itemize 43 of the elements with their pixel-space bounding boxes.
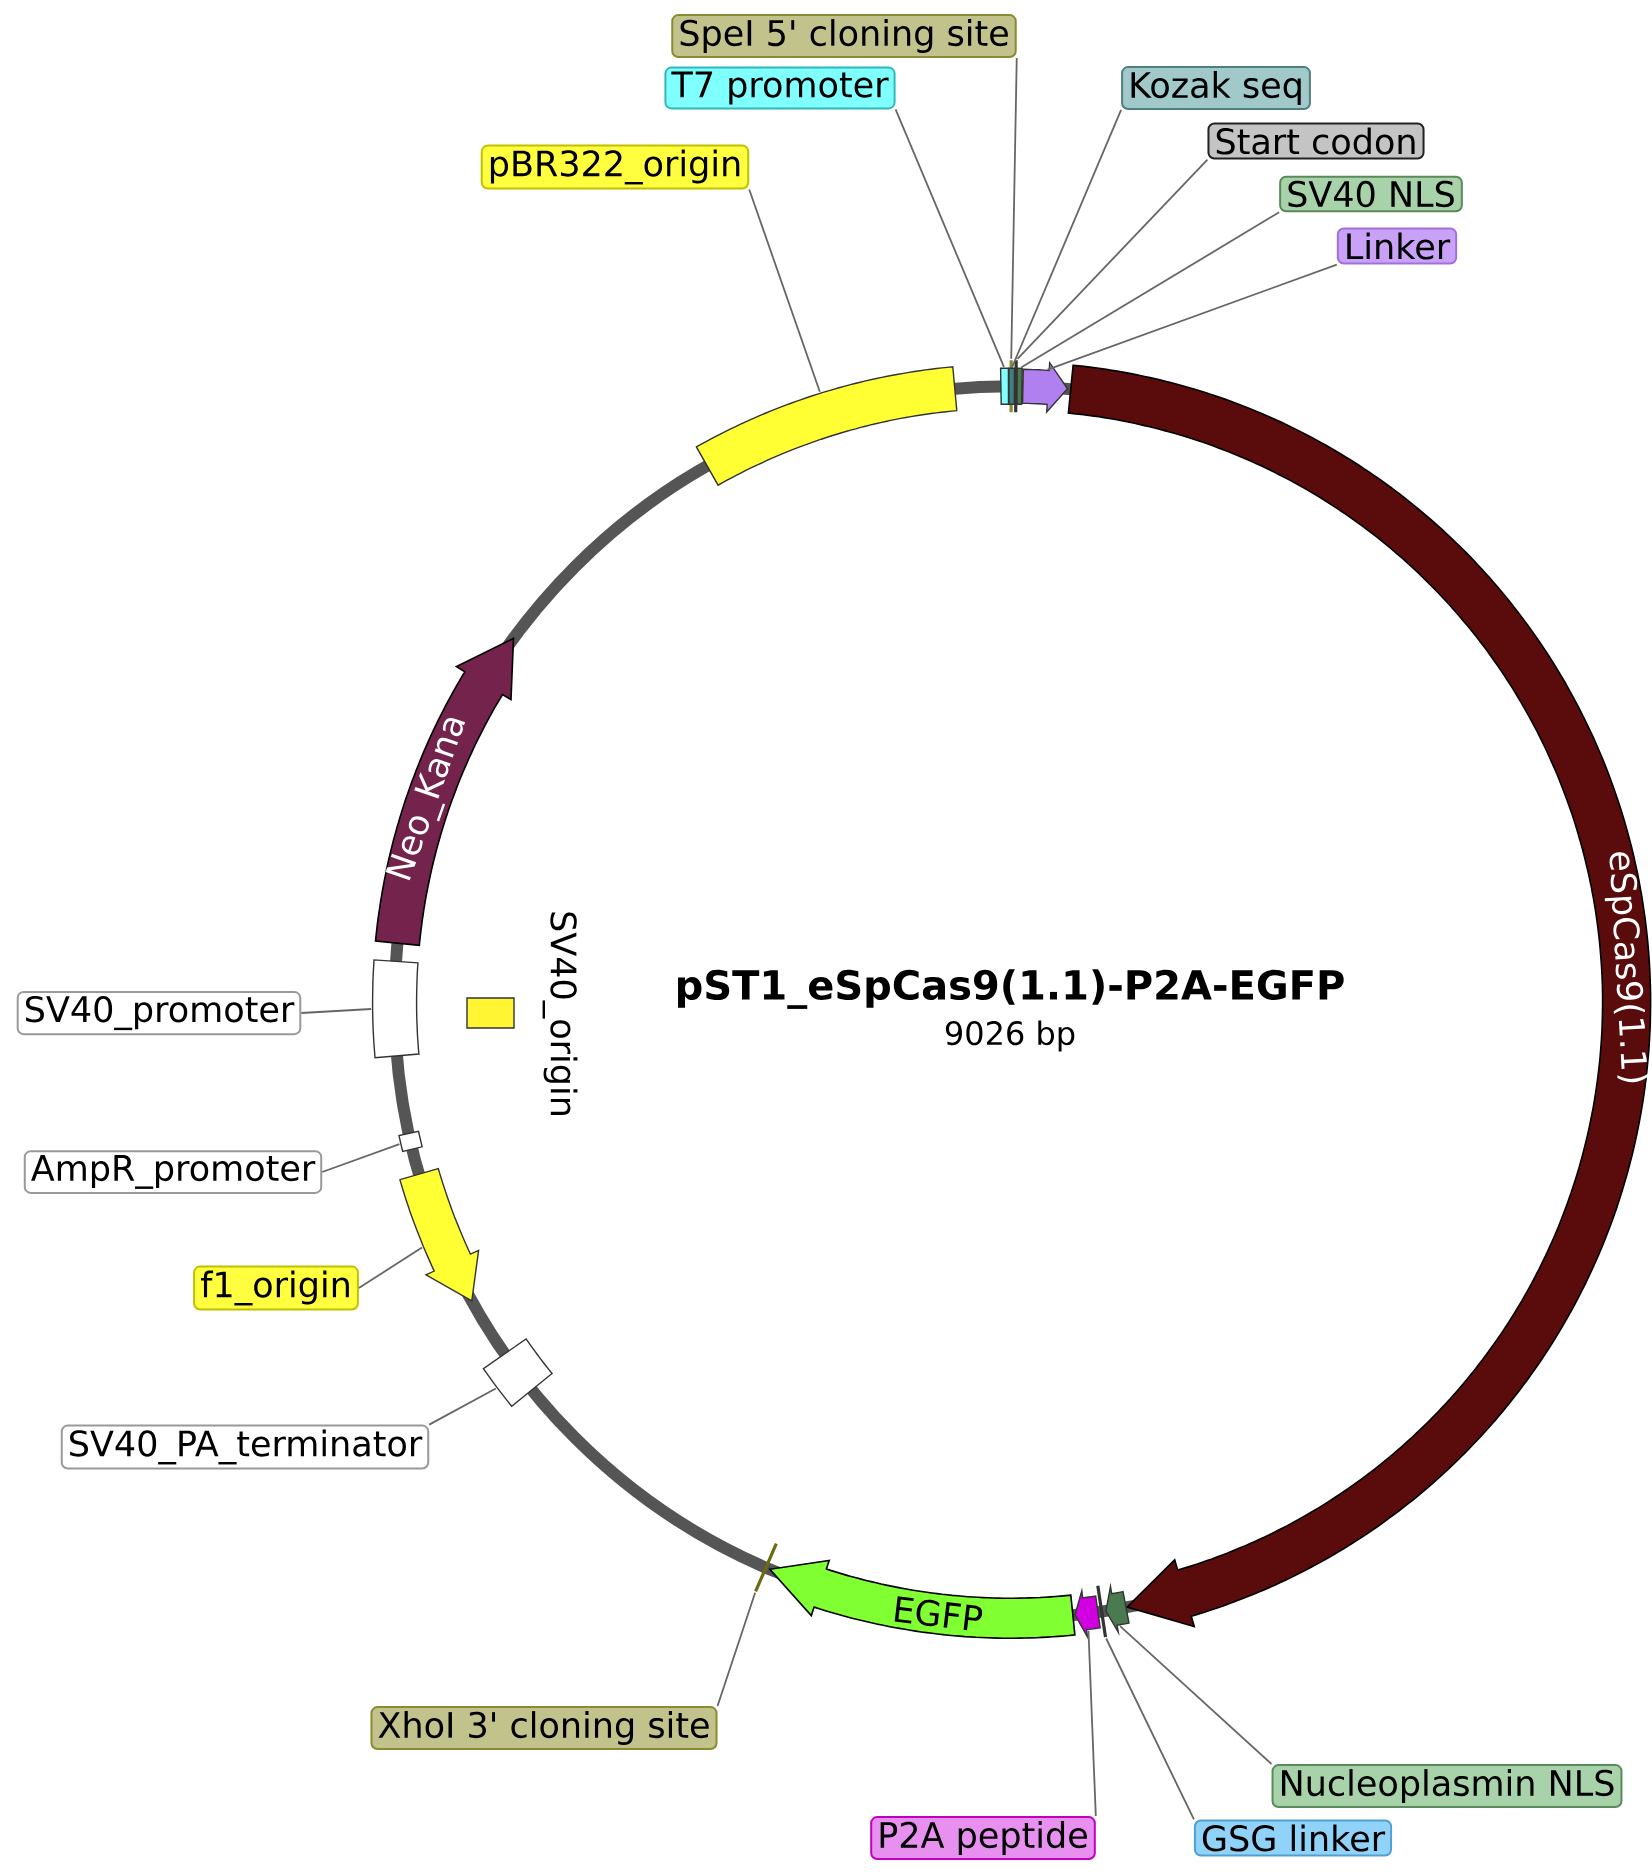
- leader-line: [428, 1387, 497, 1426]
- feature-label: SV40_PA_terminator: [60, 1424, 430, 1470]
- feature-box: [371, 959, 420, 1059]
- leader-line: [1020, 211, 1281, 369]
- feature-label: f1_origin: [193, 1265, 359, 1311]
- leader-line: [1105, 1637, 1195, 1821]
- leader-line: [748, 188, 821, 393]
- feature-label: Start codon: [1207, 122, 1425, 160]
- node-label: SV40_origin: [542, 912, 578, 1115]
- leader-line: [300, 1008, 373, 1014]
- gene-feature: EGFP: [768, 1559, 1076, 1639]
- feature-label: pBR322_origin: [480, 144, 750, 190]
- feature-label: GSG linker: [1193, 1819, 1393, 1857]
- leader-line: [716, 1591, 757, 1707]
- leader-line: [894, 108, 1005, 368]
- feature-box: [1016, 367, 1023, 406]
- leader-line: [1011, 109, 1122, 368]
- gene-feature: [1074, 1587, 1101, 1641]
- feature-label: T7 promoter: [664, 66, 896, 110]
- leader-line: [1087, 1629, 1097, 1817]
- feature-box: [398, 1130, 423, 1153]
- feature-label: Kozak seq: [1121, 66, 1311, 110]
- site-mark: [1096, 1585, 1108, 1638]
- feature-label: SV40 NLS: [1279, 175, 1463, 213]
- leader-line: [1046, 263, 1338, 371]
- feature-label: XhoI 3' cloning site: [370, 1706, 718, 1750]
- gene-feature: [1105, 1582, 1130, 1637]
- leader-line: [1016, 158, 1209, 360]
- feature-box: [1008, 367, 1016, 405]
- feature-label: AmpR_promoter: [23, 1150, 323, 1194]
- gene-feature: [1021, 360, 1069, 414]
- feature-label: SV40_promoter: [16, 990, 302, 1036]
- site-mark: [754, 1543, 778, 1593]
- leader-line: [358, 1246, 423, 1289]
- feature-label: Nucleoplasmin NLS: [1271, 1764, 1623, 1808]
- feature-label: SpeI 5' cloning site: [671, 14, 1017, 58]
- leader-line: [1119, 1625, 1273, 1765]
- leader-line: [321, 1143, 401, 1173]
- feature-label: P2A peptide: [870, 1816, 1096, 1860]
- site-mark: [1014, 360, 1018, 413]
- gene-feature: [399, 1167, 480, 1302]
- feature-label: Linker: [1336, 227, 1458, 265]
- leader-line: [1010, 57, 1018, 360]
